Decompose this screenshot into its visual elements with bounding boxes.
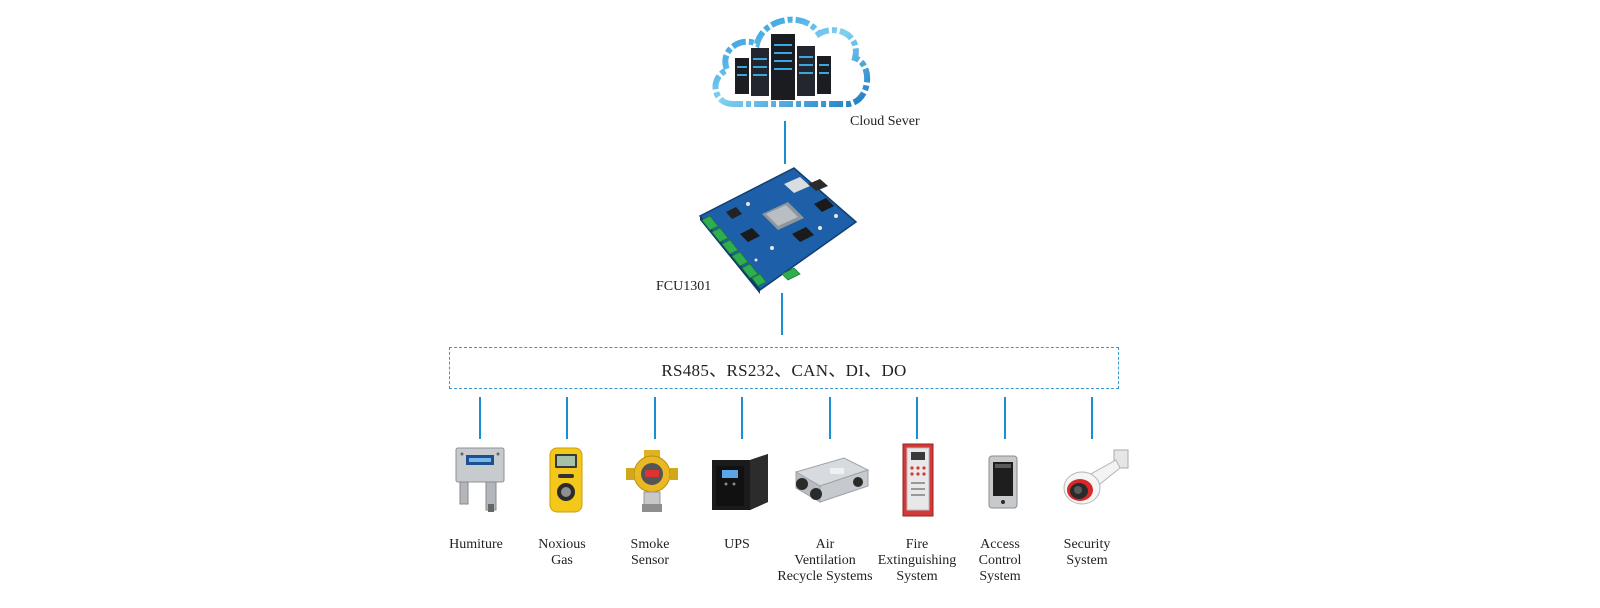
humiture-sensor-icon	[455, 447, 505, 512]
fire-extinguishing-cabinet-icon	[902, 443, 934, 517]
connector-controller-bus	[781, 293, 783, 335]
connector-smoke-sensor	[654, 397, 656, 439]
device-label-air-ventilation: Air Ventilation Recycle Systems	[777, 537, 873, 584]
connector-security-system	[1091, 397, 1093, 439]
device-label-ups: UPS	[724, 537, 750, 552]
controller-board-image	[698, 167, 858, 294]
interface-bus-box: RS485、RS232、CAN、DI、DO	[449, 347, 1119, 389]
cloud-server-label: Cloud Sever	[850, 114, 920, 129]
connector-cloud-controller	[784, 121, 786, 164]
device-label-security-system: Security System	[1063, 537, 1111, 568]
device-label-smoke-sensor: Smoke Sensor	[630, 537, 670, 568]
interface-bus-label: RS485、RS232、CAN、DI、DO	[661, 360, 907, 380]
cloud-server-icon	[712, 16, 871, 107]
connector-fire-extinguishing	[916, 397, 918, 439]
connector-ups	[741, 397, 743, 439]
device-label-noxious-gas: Noxious Gas	[538, 537, 586, 568]
connector-noxious-gas	[566, 397, 568, 439]
ups-icon	[712, 454, 768, 510]
device-label-fire-extinguishing: Fire Extinguishing System	[877, 537, 957, 584]
device-label-humiture: Humiture	[449, 537, 503, 552]
connector-access-control	[1004, 397, 1006, 439]
security-camera-icon	[1063, 449, 1129, 505]
device-label-access-control: Access Control System	[978, 537, 1022, 584]
gas-detector-icon	[549, 447, 583, 513]
smoke-sensor-icon	[626, 450, 678, 512]
controller-label: FCU1301	[656, 279, 712, 294]
connector-air-ventilation	[829, 397, 831, 439]
access-control-reader-icon	[988, 455, 1018, 509]
connector-humiture	[479, 397, 481, 439]
air-ventilation-unit-icon	[794, 457, 870, 503]
